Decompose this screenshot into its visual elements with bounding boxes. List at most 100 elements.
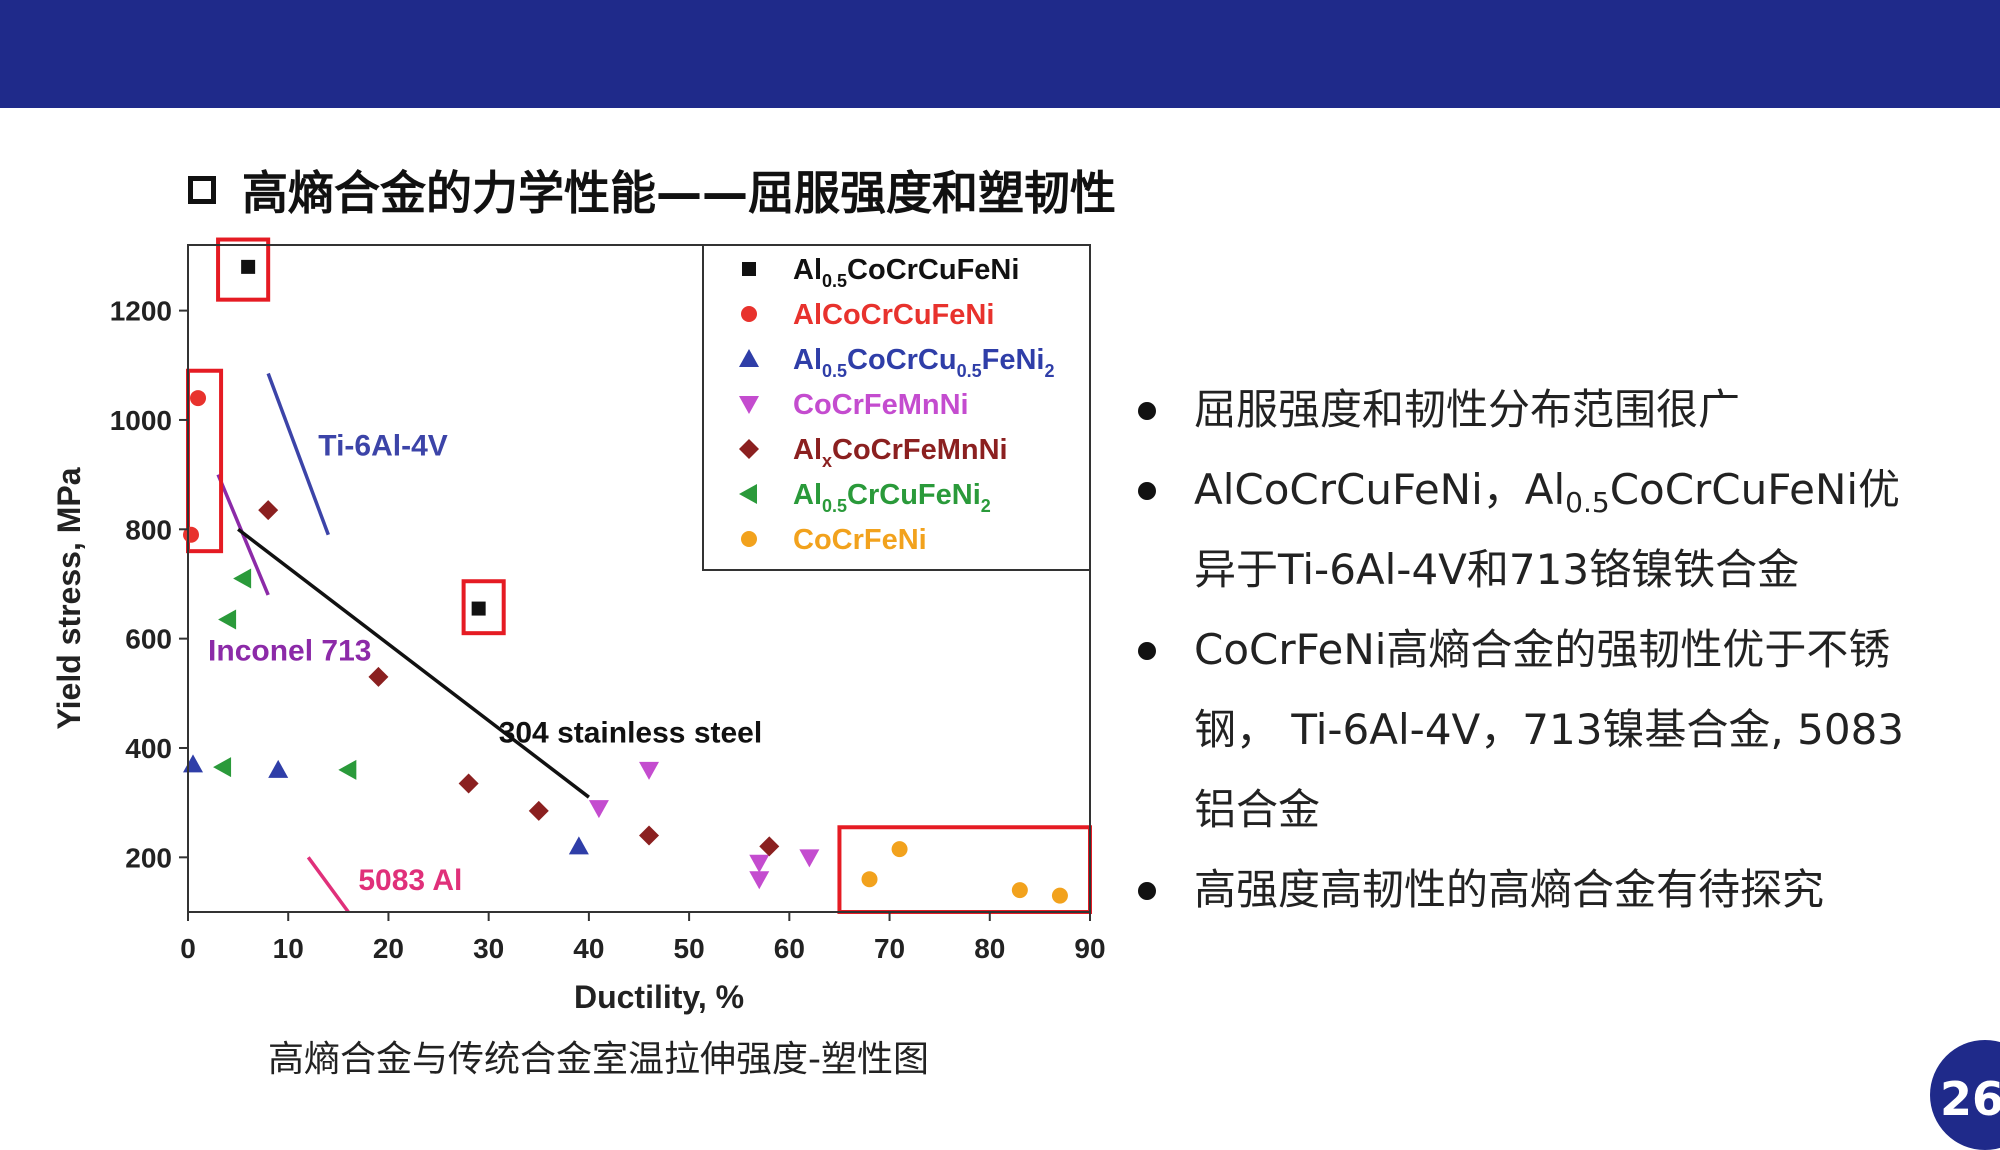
bullet-dot-icon [1138,642,1156,660]
legend-label-part: x [822,451,832,471]
chart-caption: 高熵合金与传统合金室温拉伸强度-塑性图 [268,1039,929,1080]
data-point [471,601,486,616]
legend-label: AlCoCrCuFeNi [793,299,994,331]
legend-label-part: Al [793,254,822,286]
legend-label: Al0.5CrCuFeNi2 [793,479,991,516]
x-tick-label: 20 [373,933,404,964]
data-point [218,609,237,630]
legend-label-part: AlCoCrCuFeNi [793,299,994,331]
plot-frame [187,244,1091,913]
legend-label-part: 0.5 [822,496,847,516]
legend-label: Al0.5CoCrCuFeNi [793,254,1019,291]
bullet-list: 屈服强度和韧性分布范围很广 AlCoCrCuFeNi，Al0.5CoCrCuFeN… [1132,370,1932,930]
legend-box [702,244,1091,571]
data-point [568,836,589,855]
bullet-text: 屈服强度和韧性分布范围很广 [1194,385,1741,434]
y-tick-label: 800 [125,514,172,545]
legend-label-part: 2 [981,496,991,516]
x-tick-label: 50 [674,933,705,964]
reference-line [237,527,590,799]
data-point [639,761,660,780]
legend-marker [739,396,759,414]
bullet-text: AlCoCrCuFeNi，Al [1194,465,1566,514]
x-tick-label: 30 [473,933,504,964]
data-point [891,841,908,858]
y-tick-label: 1200 [110,296,172,327]
data-point [749,871,770,890]
legend-label-part: CoCrCuFeNi [847,254,1019,286]
legend-label-part: Al [793,479,822,511]
legend-marker [741,306,757,322]
y-tick-label: 200 [125,842,172,873]
data-point [241,259,256,274]
data-point [368,666,389,687]
slide-title-text: 高熵合金的力学性能——屈服强度和塑韧性 [242,166,1116,220]
data-point [183,754,204,773]
x-tick-label: 10 [273,933,304,964]
bullet-item: AlCoCrCuFeNi，Al0.5CoCrCuFeNi优异于Ti-6Al-4V… [1132,450,1932,610]
legend-label-part: Al [793,344,822,376]
x-tick-label: 40 [573,933,604,964]
data-point [528,800,549,821]
legend-label-part: FeNi [982,344,1045,376]
data-point [233,568,252,589]
reference-line [266,372,330,536]
bullet-item: 屈服强度和韧性分布范围很广 [1132,370,1932,450]
reference-line-label: 5083 Al [358,864,462,897]
legend-label-part: CoCrFeNi [793,524,927,556]
slide-title: 高熵合金的力学性能——屈服强度和塑韧性 [188,160,1116,220]
data-point [799,849,820,868]
legend-label-part: 0.5 [822,361,847,381]
data-point [268,759,289,778]
data-point [1051,887,1068,904]
data-point [458,773,479,794]
legend-label-part: CrCuFeNi [847,479,981,511]
x-tick-label: 60 [774,933,805,964]
bullet-text: 高强度高韧性的高熵合金有待探究 [1194,865,1825,914]
y-tick-label: 400 [125,733,172,764]
legend-marker [742,262,756,276]
data-point [190,390,207,407]
page-number: 26 [1940,1072,2000,1126]
y-tick-label: 1000 [110,405,172,436]
reference-line-label: Ti-6Al-4V [318,429,447,462]
bullet-text: CoCrFeNi高熵合金的强韧性优于不锈钢， Ti-6Al-4V，713镍基合金… [1194,625,1905,834]
bullet-text: 0.5 [1565,486,1610,519]
legend-label-part: 0.5 [957,361,982,381]
reference-line [306,856,350,914]
reference-line-label: 304 stainless steel [499,717,763,750]
data-point [749,854,770,873]
x-tick-label: 80 [974,933,1005,964]
legend-label: CoCrFeNi [793,524,927,556]
data-point [588,800,609,819]
legend-label-part: CoCrCu [847,344,957,376]
data-point [338,759,357,780]
data-point [759,836,780,857]
bullet-dot-icon [1138,882,1156,900]
legend-label: CoCrFeMnNi [793,389,969,421]
yield-ductility-chart: Ti-6Al-4V Inconel 713 304 stainless steel 5… [51,237,1106,1015]
x-tick-label: 90 [1074,933,1105,964]
top-banner [0,0,2000,108]
data-point [639,825,660,846]
legend-marker [739,349,759,367]
x-axis-label: Ductility, % [574,979,744,1015]
data-point [1011,882,1028,899]
x-tick-label: 0 [180,933,196,964]
square-bullet-icon [188,176,216,204]
legend-label: AlxCoCrFeMnNi [793,434,1008,471]
legend-label-part: Al [793,434,822,466]
data-point [258,500,279,521]
y-axis-label: Yield stress, MPa [51,467,87,729]
bullet-item: CoCrFeNi高熵合金的强韧性优于不锈钢， Ti-6Al-4V，713镍基合金… [1132,610,1932,850]
reference-line-label: Inconel 713 [208,635,371,668]
legend-marker [741,531,757,547]
data-point [213,757,232,778]
bullet-dot-icon [1138,402,1156,420]
legend-label-part: CoCrFeMnNi [832,434,1008,466]
bullet-text: CoCrCuFeNi优异于Ti-6Al-4V和713铬镍铁合金 [1194,465,1901,594]
legend-label: Al0.5CoCrCu0.5FeNi2 [793,344,1054,381]
legend-label-part: 2 [1044,361,1054,381]
legend-marker [739,439,759,459]
highlight-box [837,825,1093,914]
